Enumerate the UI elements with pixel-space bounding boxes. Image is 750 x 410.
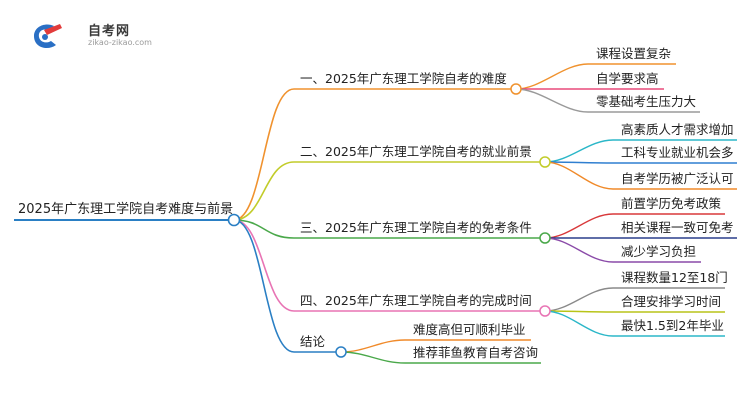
branch-topic-4: 四、2025年广东理工学院自考的完成时间 [300, 293, 532, 308]
leaf-connector [544, 139, 614, 163]
root-topic: 2025年广东理工学院自考难度与前景 [18, 202, 234, 217]
leaf-topic: 零基础考生压力大 [596, 94, 697, 109]
branch-node[interactable] [539, 232, 551, 244]
branch-connector [233, 88, 295, 221]
branch-connector [233, 219, 295, 239]
leaf-topic: 最快1.5到2年毕业 [621, 318, 724, 333]
leaf-topic: 减少学习负担 [621, 244, 697, 259]
branch-node[interactable] [539, 305, 551, 317]
leaf-connector [544, 237, 614, 263]
logo-url: zikao-zikao.com [88, 38, 152, 47]
branch-topic-1: 一、2025年广东理工学院自考的难度 [300, 71, 507, 86]
branch-topic-3: 三、2025年广东理工学院自考的免考条件 [300, 220, 532, 235]
leaf-topic: 推荐菲鱼教育自考咨询 [413, 345, 539, 360]
branch-connector [233, 219, 295, 353]
leaf-topic: 前置学历免考政策 [621, 196, 722, 211]
leaf-topic: 工科专业就业机会多 [621, 145, 734, 160]
branch-node[interactable] [539, 156, 551, 168]
leaf-connector [544, 213, 614, 239]
graduation-cap-icon [34, 24, 62, 48]
leaf-topic: 自学要求高 [596, 71, 659, 86]
branch-topic-5: 结论 [300, 334, 326, 349]
site-logo[interactable]: 自考网 zikao-zikao.com [30, 18, 160, 52]
branch-connector [233, 219, 295, 312]
leaf-connector [544, 310, 614, 337]
leaf-connector [544, 161, 614, 190]
leaf-topic: 难度高但可顺利毕业 [413, 322, 526, 337]
leaf-connector [340, 351, 406, 364]
leaf-topic: 相关课程一致可免考 [621, 220, 734, 235]
leaf-connector [515, 63, 589, 90]
branch-node[interactable] [335, 346, 347, 358]
logo-title: 自考网 [88, 24, 131, 39]
leaf-topic: 自考学历被广泛认可 [621, 171, 734, 186]
leaf-connector [515, 88, 589, 113]
branch-connector [233, 161, 295, 221]
branch-topic-2: 二、2025年广东理工学院自考的就业前景 [300, 144, 532, 159]
branch-node[interactable] [510, 83, 522, 95]
leaf-topic: 课程数量12至18门 [621, 270, 728, 285]
leaf-topic: 高素质人才需求增加 [621, 122, 734, 137]
leaf-connector [340, 339, 406, 353]
leaf-connector [544, 287, 614, 312]
leaf-topic: 合理安排学习时间 [621, 294, 722, 309]
root-node[interactable] [227, 213, 241, 227]
leaf-topic: 课程设置复杂 [596, 46, 672, 61]
